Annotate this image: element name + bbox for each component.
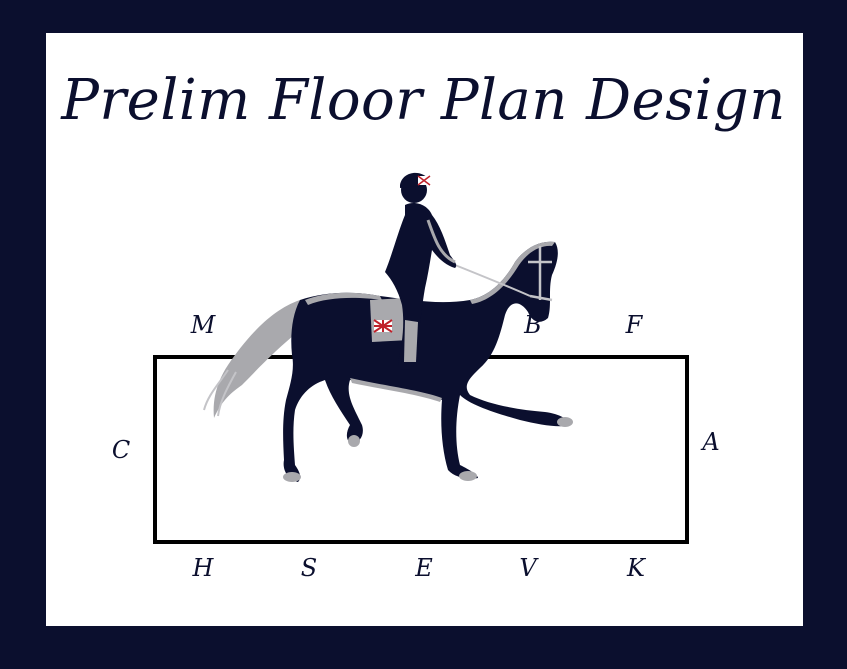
marker-e: E	[415, 554, 433, 582]
page-title: Prelim Floor Plan Design	[61, 68, 786, 133]
marker-b: B	[524, 311, 542, 339]
marker-c: C	[111, 436, 131, 464]
marker-v: V	[519, 554, 537, 582]
marker-m: M	[190, 311, 216, 339]
marker-s: S	[300, 554, 318, 582]
marker-k: K	[627, 554, 645, 582]
marker-h: H	[192, 554, 214, 582]
marker-a: A	[702, 428, 720, 456]
dressage-arena-rectangle	[153, 355, 689, 544]
marker-f: F	[625, 311, 643, 339]
